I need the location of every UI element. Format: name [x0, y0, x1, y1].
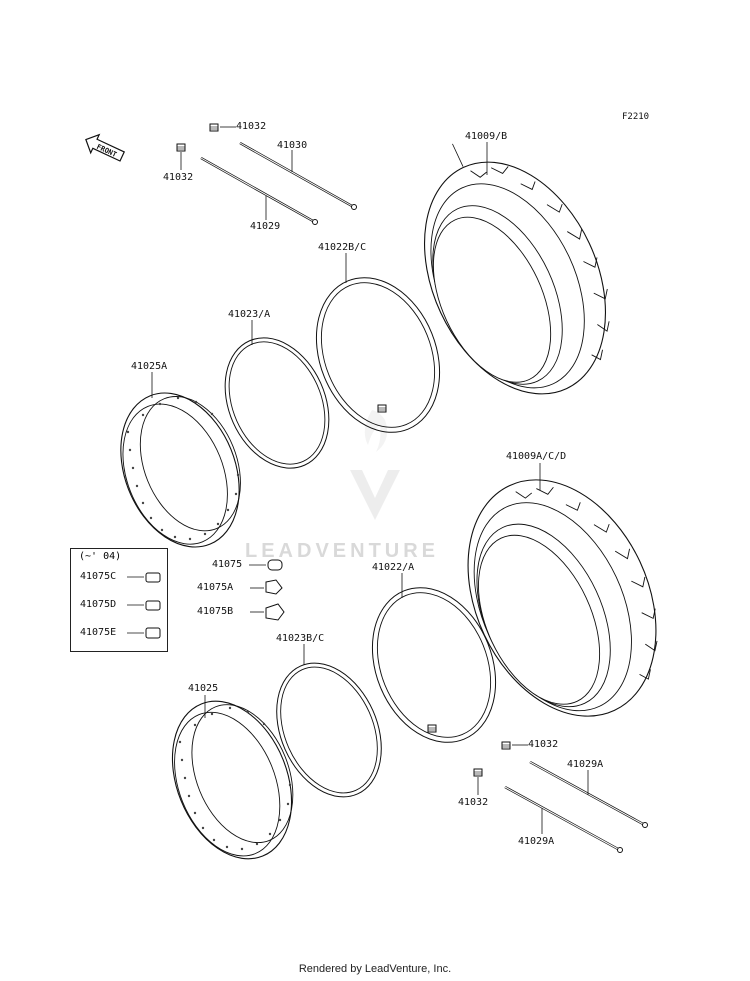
note-box: (~' 04) — [70, 548, 168, 652]
label-41022bc: 41022B/C — [318, 242, 367, 253]
valve-cap-41075a — [250, 579, 283, 595]
label-41032-top: 41032 — [236, 121, 267, 132]
spoke-41029 — [200, 156, 318, 225]
label-41009b: 41009/B — [465, 131, 508, 142]
label-41025a: 41025A — [131, 361, 168, 372]
figure-code: F2210 — [622, 112, 650, 122]
nipple-41032-left — [176, 143, 186, 152]
tube-41022a — [371, 573, 497, 743]
tube-41022bc — [315, 253, 441, 433]
front-arrow-icon: FRONT — [80, 128, 128, 168]
label-41032-left: 41032 — [163, 172, 194, 183]
valve-cap-41075d — [127, 600, 161, 611]
label-41075: 41075 — [212, 559, 243, 570]
label-41029a-top: 41029A — [567, 759, 604, 770]
label-41029: 41029 — [250, 221, 281, 232]
tire-41009acd — [467, 479, 658, 717]
nipple-41032-br — [501, 741, 511, 750]
rimband-41023bc — [276, 644, 382, 798]
nipple-41032-bl — [473, 768, 483, 777]
label-41030: 41030 — [277, 140, 308, 151]
label-41022a: 41022/A — [372, 562, 415, 573]
valve-cap-41075e — [127, 627, 161, 639]
label-41075d: 41075D — [80, 599, 117, 610]
nipple-41032-top — [209, 123, 219, 132]
spoke-41029a-top — [529, 760, 648, 828]
rim-41025a — [120, 372, 241, 548]
spoke-41030 — [239, 141, 357, 210]
label-41009acd: 41009A/C/D — [506, 451, 567, 462]
rimband-41023a — [224, 320, 330, 469]
valve-cap-41075c — [127, 572, 161, 583]
valve-cap-41075 — [249, 559, 283, 571]
label-41032-br: 41032 — [528, 739, 559, 750]
watermark-logo — [350, 410, 400, 520]
label-41023a: 41023/A — [228, 309, 271, 320]
spoke-41029a-bot — [504, 785, 623, 853]
tire-41009b — [423, 143, 610, 395]
label-41075c: 41075C — [80, 571, 117, 582]
rim-41025 — [171, 695, 294, 860]
watermark-text: LEADVENTURE — [245, 540, 440, 562]
label-41032-bl: 41032 — [458, 797, 489, 808]
label-41029a-bot: 41029A — [518, 836, 555, 847]
label-41075a: 41075A — [197, 582, 234, 593]
note-box-header: (~' 04) — [79, 551, 122, 562]
label-41025: 41025 — [188, 683, 219, 694]
label-41075b: 41075B — [197, 606, 234, 617]
valve-cap-41075b — [250, 603, 285, 621]
label-41023bc: 41023B/C — [276, 633, 325, 644]
label-41075e: 41075E — [80, 627, 117, 638]
footer-credit: Rendered by LeadVenture, Inc. — [298, 963, 452, 975]
